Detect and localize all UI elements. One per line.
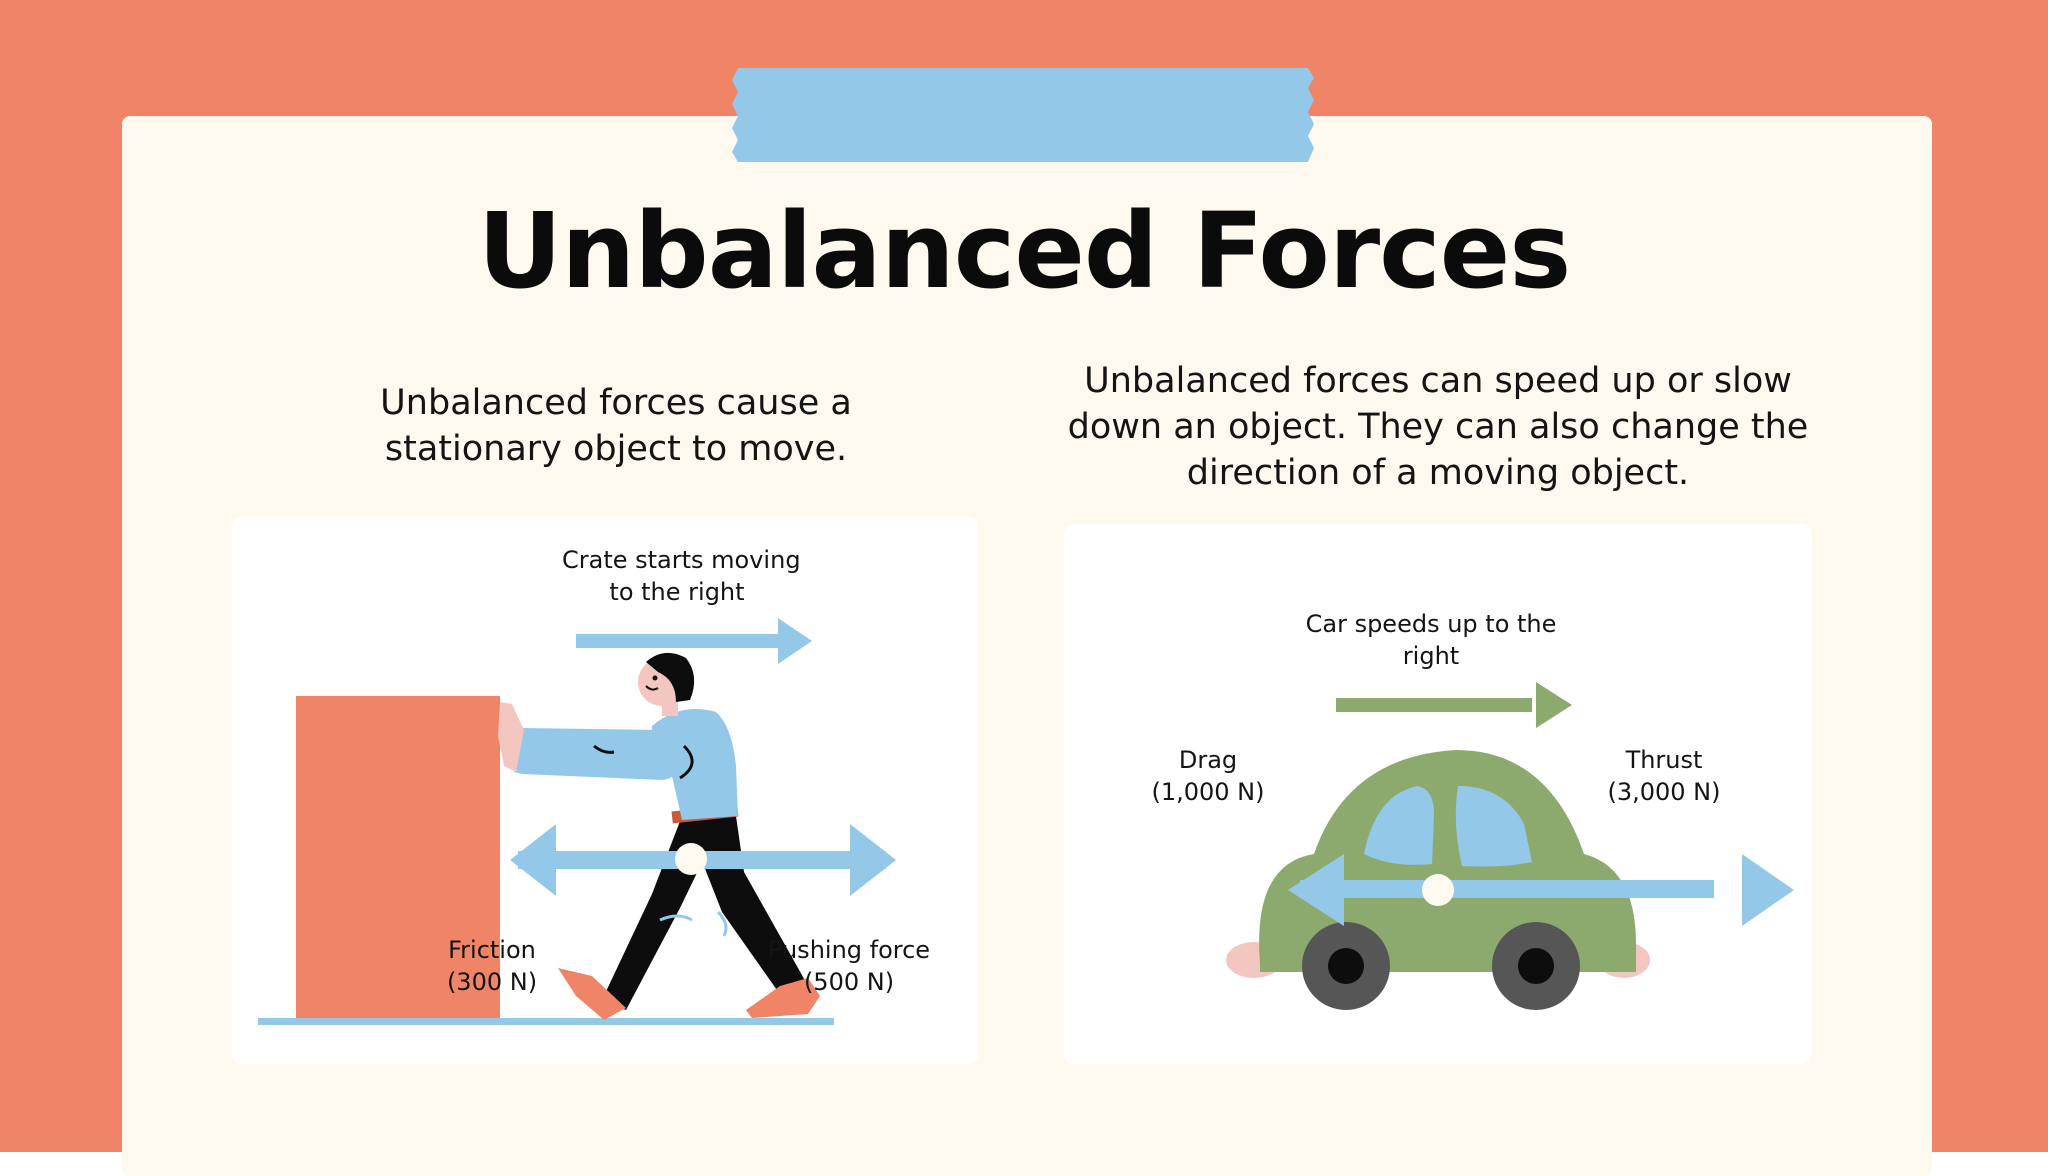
- car-motion-label: Car speeds up to the right: [1305, 610, 1557, 670]
- car-diagram: [1226, 682, 1794, 1010]
- friction-label: Friction (300 N): [446, 936, 538, 996]
- car-illustration: [1226, 750, 1650, 1010]
- drag-label: Drag (1,000 N): [1151, 746, 1265, 806]
- left-caption: Unbalanced forces cause a stationary obj…: [380, 383, 852, 469]
- pushing-force-label: Pushing force (500 N): [767, 936, 931, 996]
- car-center-point: [1422, 874, 1454, 906]
- washi-tape: [732, 68, 1314, 162]
- crate-diagram: [258, 618, 896, 1025]
- page-title: Unbalanced Forces: [477, 190, 1571, 312]
- car-force-arrow: [1288, 854, 1794, 926]
- car-motion-arrow: [1336, 682, 1572, 728]
- crate: [296, 696, 500, 1018]
- floor-line: [258, 1018, 834, 1025]
- right-caption: Unbalanced forces can speed up or slow d…: [1067, 361, 1809, 493]
- crate-diagram-panel: Crate starts moving to the right Frictio…: [232, 516, 978, 1064]
- thrust-label: Thrust (3,000 N): [1607, 746, 1721, 806]
- motion-arrow: [576, 618, 812, 664]
- center-point: [675, 843, 707, 875]
- washi-tape-shape: [732, 68, 1314, 162]
- car-diagram-panel: Car speeds up to the right Drag (1,000 N…: [1064, 524, 1812, 1064]
- crate-motion-label: Crate starts moving to the right: [562, 546, 801, 606]
